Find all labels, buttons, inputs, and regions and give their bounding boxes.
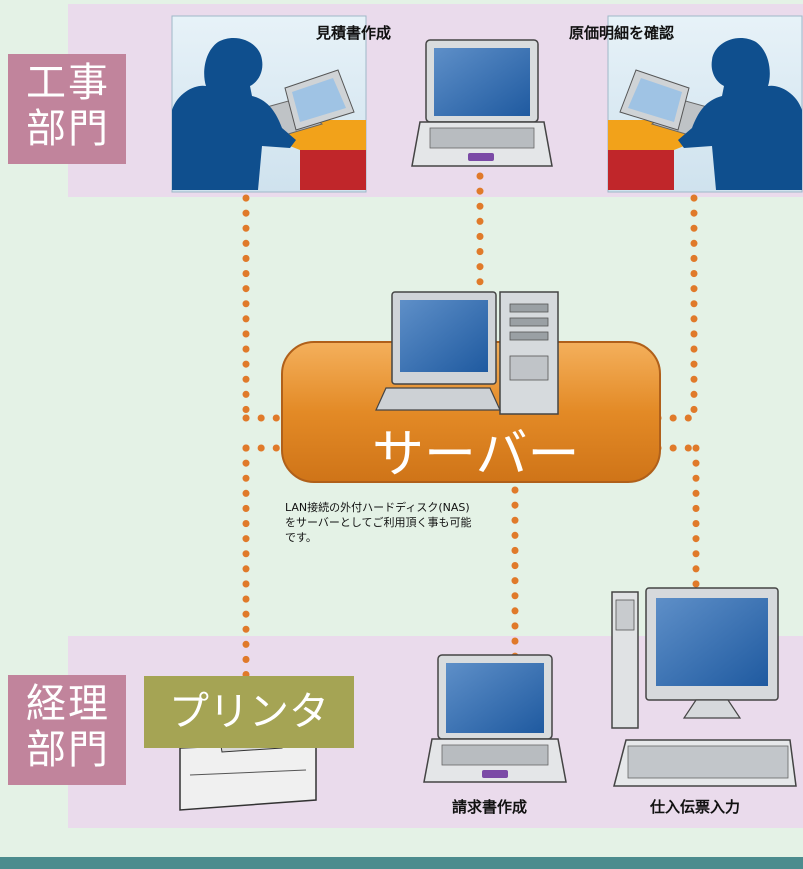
lan-connections — [242, 172, 700, 684]
server-label: サーバー — [372, 425, 580, 485]
nas-note-line: LAN接続の外付ハードディスク(NAS) — [285, 501, 470, 514]
department-line: 部門 — [26, 106, 110, 152]
person-at-laptop-icon — [607, 15, 803, 193]
department-construction: 工事 部門 — [8, 54, 126, 164]
laptop-icon — [423, 654, 567, 783]
desktop-pc-icon — [611, 587, 797, 787]
server-icon — [281, 291, 661, 483]
person-at-laptop-icon — [171, 15, 367, 193]
department-line: 部門 — [26, 727, 110, 773]
department-accounting: 経理 部門 — [8, 675, 126, 785]
nas-note: LAN接続の外付ハードディスク(NAS) をサーバーとしてご利用頂く事も可能 で… — [285, 500, 525, 545]
laptop-icon — [411, 39, 553, 167]
caption-voucher: 仕入伝票入力 — [650, 798, 741, 816]
footer-bar — [0, 857, 803, 869]
caption-estimate: 見積書作成 — [316, 24, 392, 42]
department-line: 経理 — [26, 681, 110, 727]
caption-invoice: 請求書作成 — [452, 798, 528, 816]
department-line: 工事 — [26, 60, 110, 106]
nas-note-line: をサーバーとしてご利用頂く事も可能 — [285, 516, 472, 529]
printer-label: プリンタ — [144, 676, 354, 748]
caption-cost-check: 原価明細を確認 — [569, 24, 675, 42]
nas-note-line: です。 — [285, 531, 317, 544]
